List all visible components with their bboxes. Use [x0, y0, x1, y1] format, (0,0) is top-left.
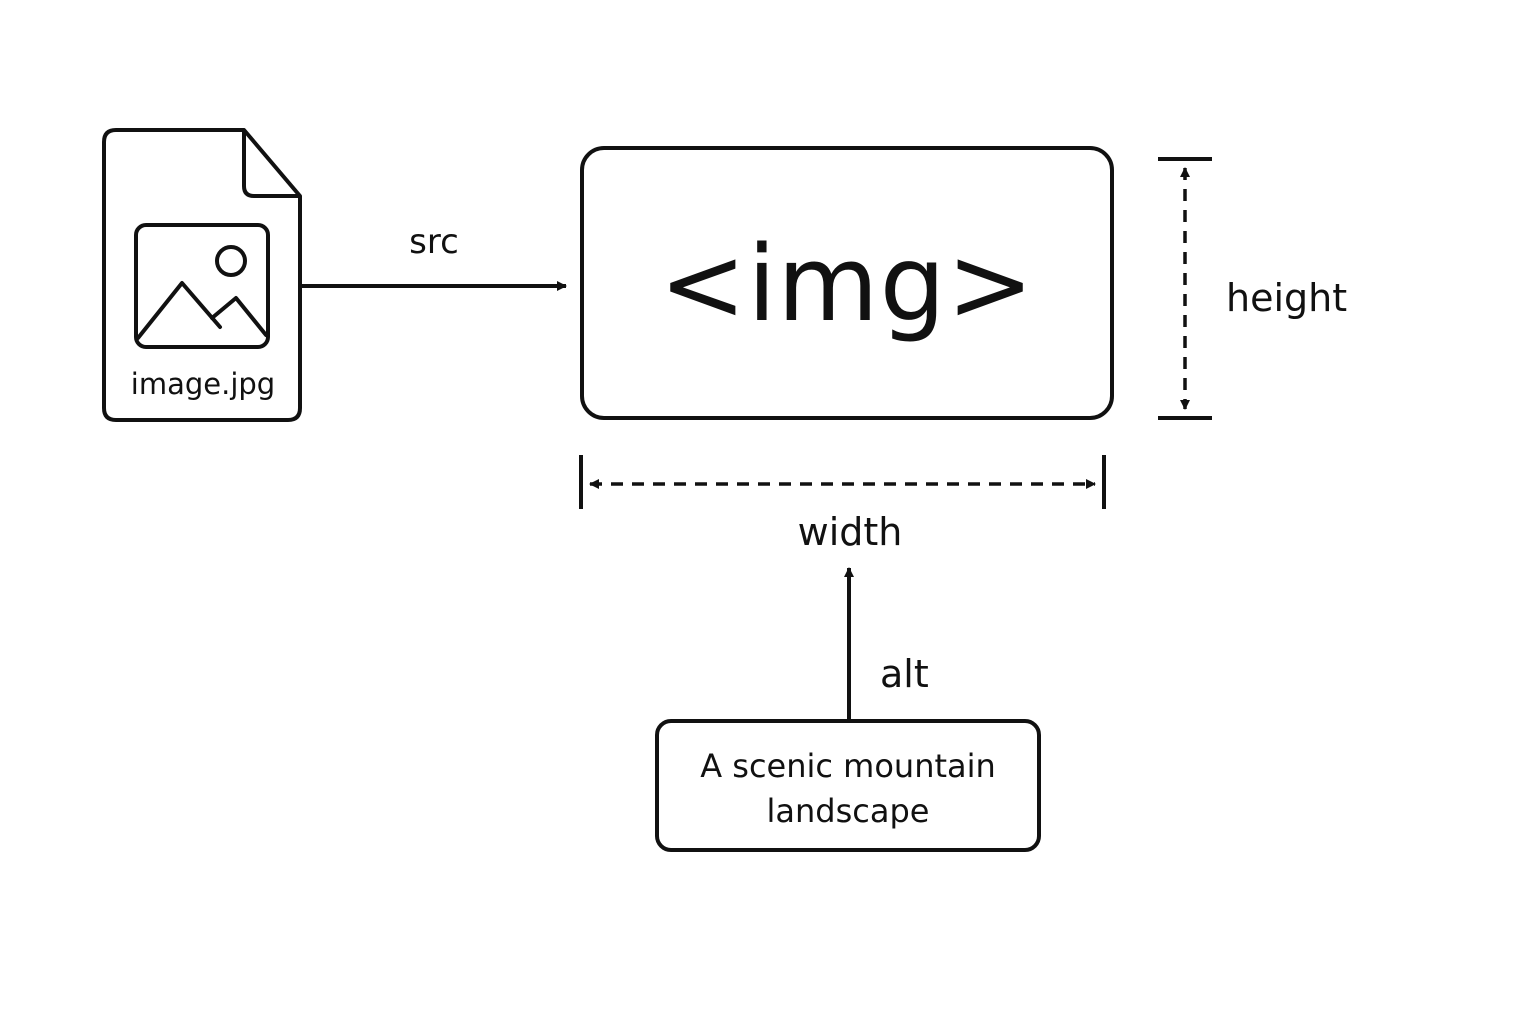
src-attribute-label: src [409, 222, 459, 262]
picture-frame [134, 223, 270, 349]
img-element-box [580, 146, 1114, 420]
file-corner-fold [242, 130, 300, 198]
image-file-icon [102, 128, 302, 422]
img-tag-label: <img> [659, 223, 1035, 345]
width-attribute-label: width [797, 510, 903, 554]
height-dimension [1158, 157, 1212, 420]
height-attribute-label: height [1226, 276, 1348, 320]
file-name-label: image.jpg [130, 367, 276, 401]
alt-text-value: A scenic mountain landscape [700, 747, 996, 830]
file-outline [102, 128, 302, 422]
alt-attribute-label: alt [880, 652, 929, 696]
alt-text-box [655, 719, 1041, 852]
mountain-large [136, 281, 222, 340]
mountain-small [210, 296, 268, 337]
width-dimension [579, 455, 1106, 509]
sun-circle [215, 245, 247, 277]
